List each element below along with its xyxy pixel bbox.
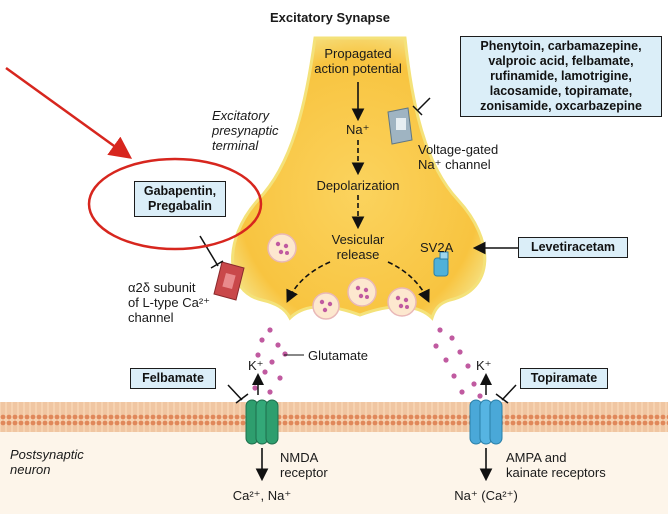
levetiracetam-box: Levetiracetam	[518, 237, 628, 258]
ampa-receptor-label: AMPA and kainate receptors	[506, 450, 606, 480]
na-ion-label: Na⁺	[346, 122, 370, 137]
postsynaptic-membrane	[0, 402, 668, 432]
sodium-channel-blockers-box: Phenytoin, carbamazepine, valproic acid,…	[460, 36, 662, 117]
voltage-gated-na-channel	[387, 107, 413, 145]
vesicles	[267, 233, 417, 320]
nmda-receptor-label: NMDA receptor	[280, 450, 328, 480]
felbamate-box: Felbamate	[130, 368, 216, 389]
voltage-gated-channel-label: Voltage-gated Na⁺ channel	[418, 142, 499, 172]
ampa-flux-label: Na⁺ (Ca²⁺)	[454, 488, 518, 503]
sv2a-protein	[433, 251, 449, 277]
action-potential-label: Propagated action potential	[314, 46, 402, 76]
ampa-receptor	[469, 399, 503, 445]
alpha2delta-label: α2δ subunit of L-type Ca²⁺ channel	[128, 280, 211, 325]
vesicular-release-label: Vesicular release	[331, 232, 385, 262]
sv2a-label: SV2A	[420, 240, 454, 255]
nmda-flux-label: Ca²⁺, Na⁺	[232, 488, 292, 503]
nmda-receptor	[245, 399, 279, 445]
k-ion-right-label: K⁺	[476, 358, 492, 373]
depolarization-label: Depolarization	[316, 178, 400, 193]
k-ion-left-label: K⁺	[248, 358, 264, 373]
alpha2delta-channel	[213, 261, 245, 301]
postsynaptic-label: Postsynaptic neuron	[10, 447, 84, 477]
highlight-ellipse	[87, 157, 263, 251]
glutamate-molecules	[252, 327, 483, 399]
topiramate-box: Topiramate	[520, 368, 608, 389]
glutamate-label: Glutamate	[308, 348, 368, 363]
presynaptic-label: Excitatory presynaptic terminal	[212, 108, 279, 153]
highlight-arrow	[5, 66, 133, 159]
gabapentinoids-box: Gabapentin, Pregabalin	[134, 181, 226, 217]
diagram-title: Excitatory Synapse	[270, 10, 390, 25]
